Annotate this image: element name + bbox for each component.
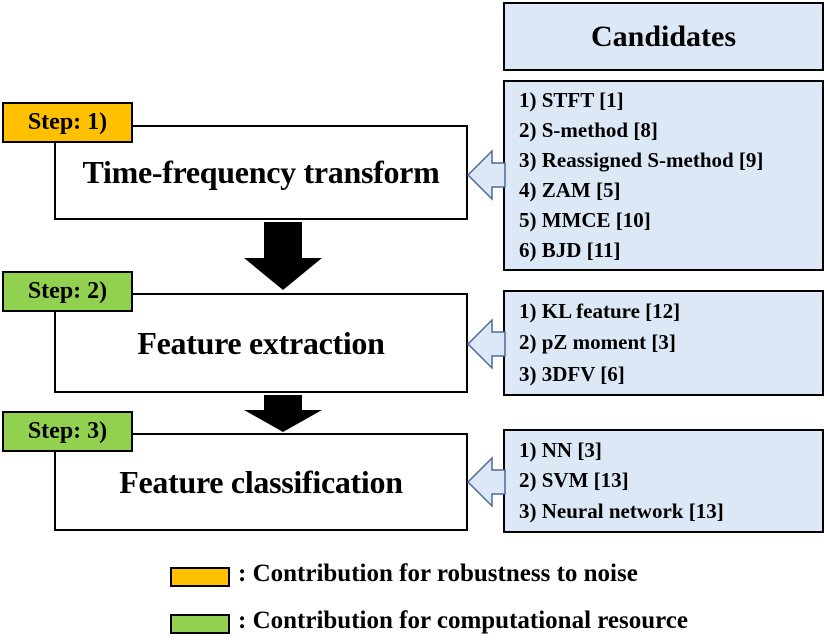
step1-label: Step: 1) (27, 109, 108, 135)
legend-text-computation: : Contribution for computational resourc… (238, 607, 688, 634)
candidate-item: 1) STFT [1] (519, 88, 624, 113)
candidate-item: 1) NN [3] (519, 437, 602, 462)
step1-process-box: Time-frequency transform (54, 125, 468, 220)
candidate-item: 3) Neural network [13] (519, 499, 724, 524)
down-arrow-2 (244, 395, 322, 432)
candidate-arrow-2 (466, 318, 506, 370)
candidate-item: 1) KL feature [12] (519, 299, 681, 324)
step3-label: Step: 3) (27, 418, 108, 444)
candidate-item: 2) pZ moment [3] (519, 330, 676, 355)
step1-candidates-box: 1) STFT [1] 2) S-method [8] 3) Reassigne… (503, 80, 824, 271)
candidate-item: 3) 3DFV [6] (519, 361, 625, 386)
candidate-item: 6) BJD [11] (519, 237, 621, 262)
candidate-item: 4) ZAM [5] (519, 177, 621, 202)
step2-title: Feature extraction (137, 324, 385, 361)
legend-text-noise: : Contribution for robustness to noise (238, 560, 638, 587)
candidate-item: 5) MMCE [10] (519, 207, 651, 232)
candidate-arrow-3 (466, 456, 506, 508)
candidate-arrow-1 (466, 149, 506, 201)
candidate-item: 2) S-method [8] (519, 118, 658, 143)
step3-label-box: Step: 3) (2, 411, 133, 452)
step3-candidates-box: 1) NN [3] 2) SVM [13] 3) Neural network … (503, 429, 824, 533)
step2-label-box: Step: 2) (2, 271, 133, 312)
candidates-header: Candidates (503, 2, 824, 71)
step2-label: Step: 2) (27, 278, 108, 304)
step3-title: Feature classification (119, 463, 403, 500)
down-arrow-1 (244, 222, 322, 290)
legend-swatch-noise (170, 567, 230, 587)
candidate-item: 3) Reassigned S-method [9] (519, 148, 764, 173)
legend-swatch-computation (170, 614, 230, 634)
candidates-header-label: Candidates (590, 19, 737, 53)
candidate-item: 2) SVM [13] (519, 468, 629, 493)
step2-candidates-box: 1) KL feature [12] 2) pZ moment [3] 3) 3… (503, 290, 824, 396)
step1-title: Time-frequency transform (82, 154, 440, 190)
step1-label-box: Step: 1) (2, 102, 133, 143)
